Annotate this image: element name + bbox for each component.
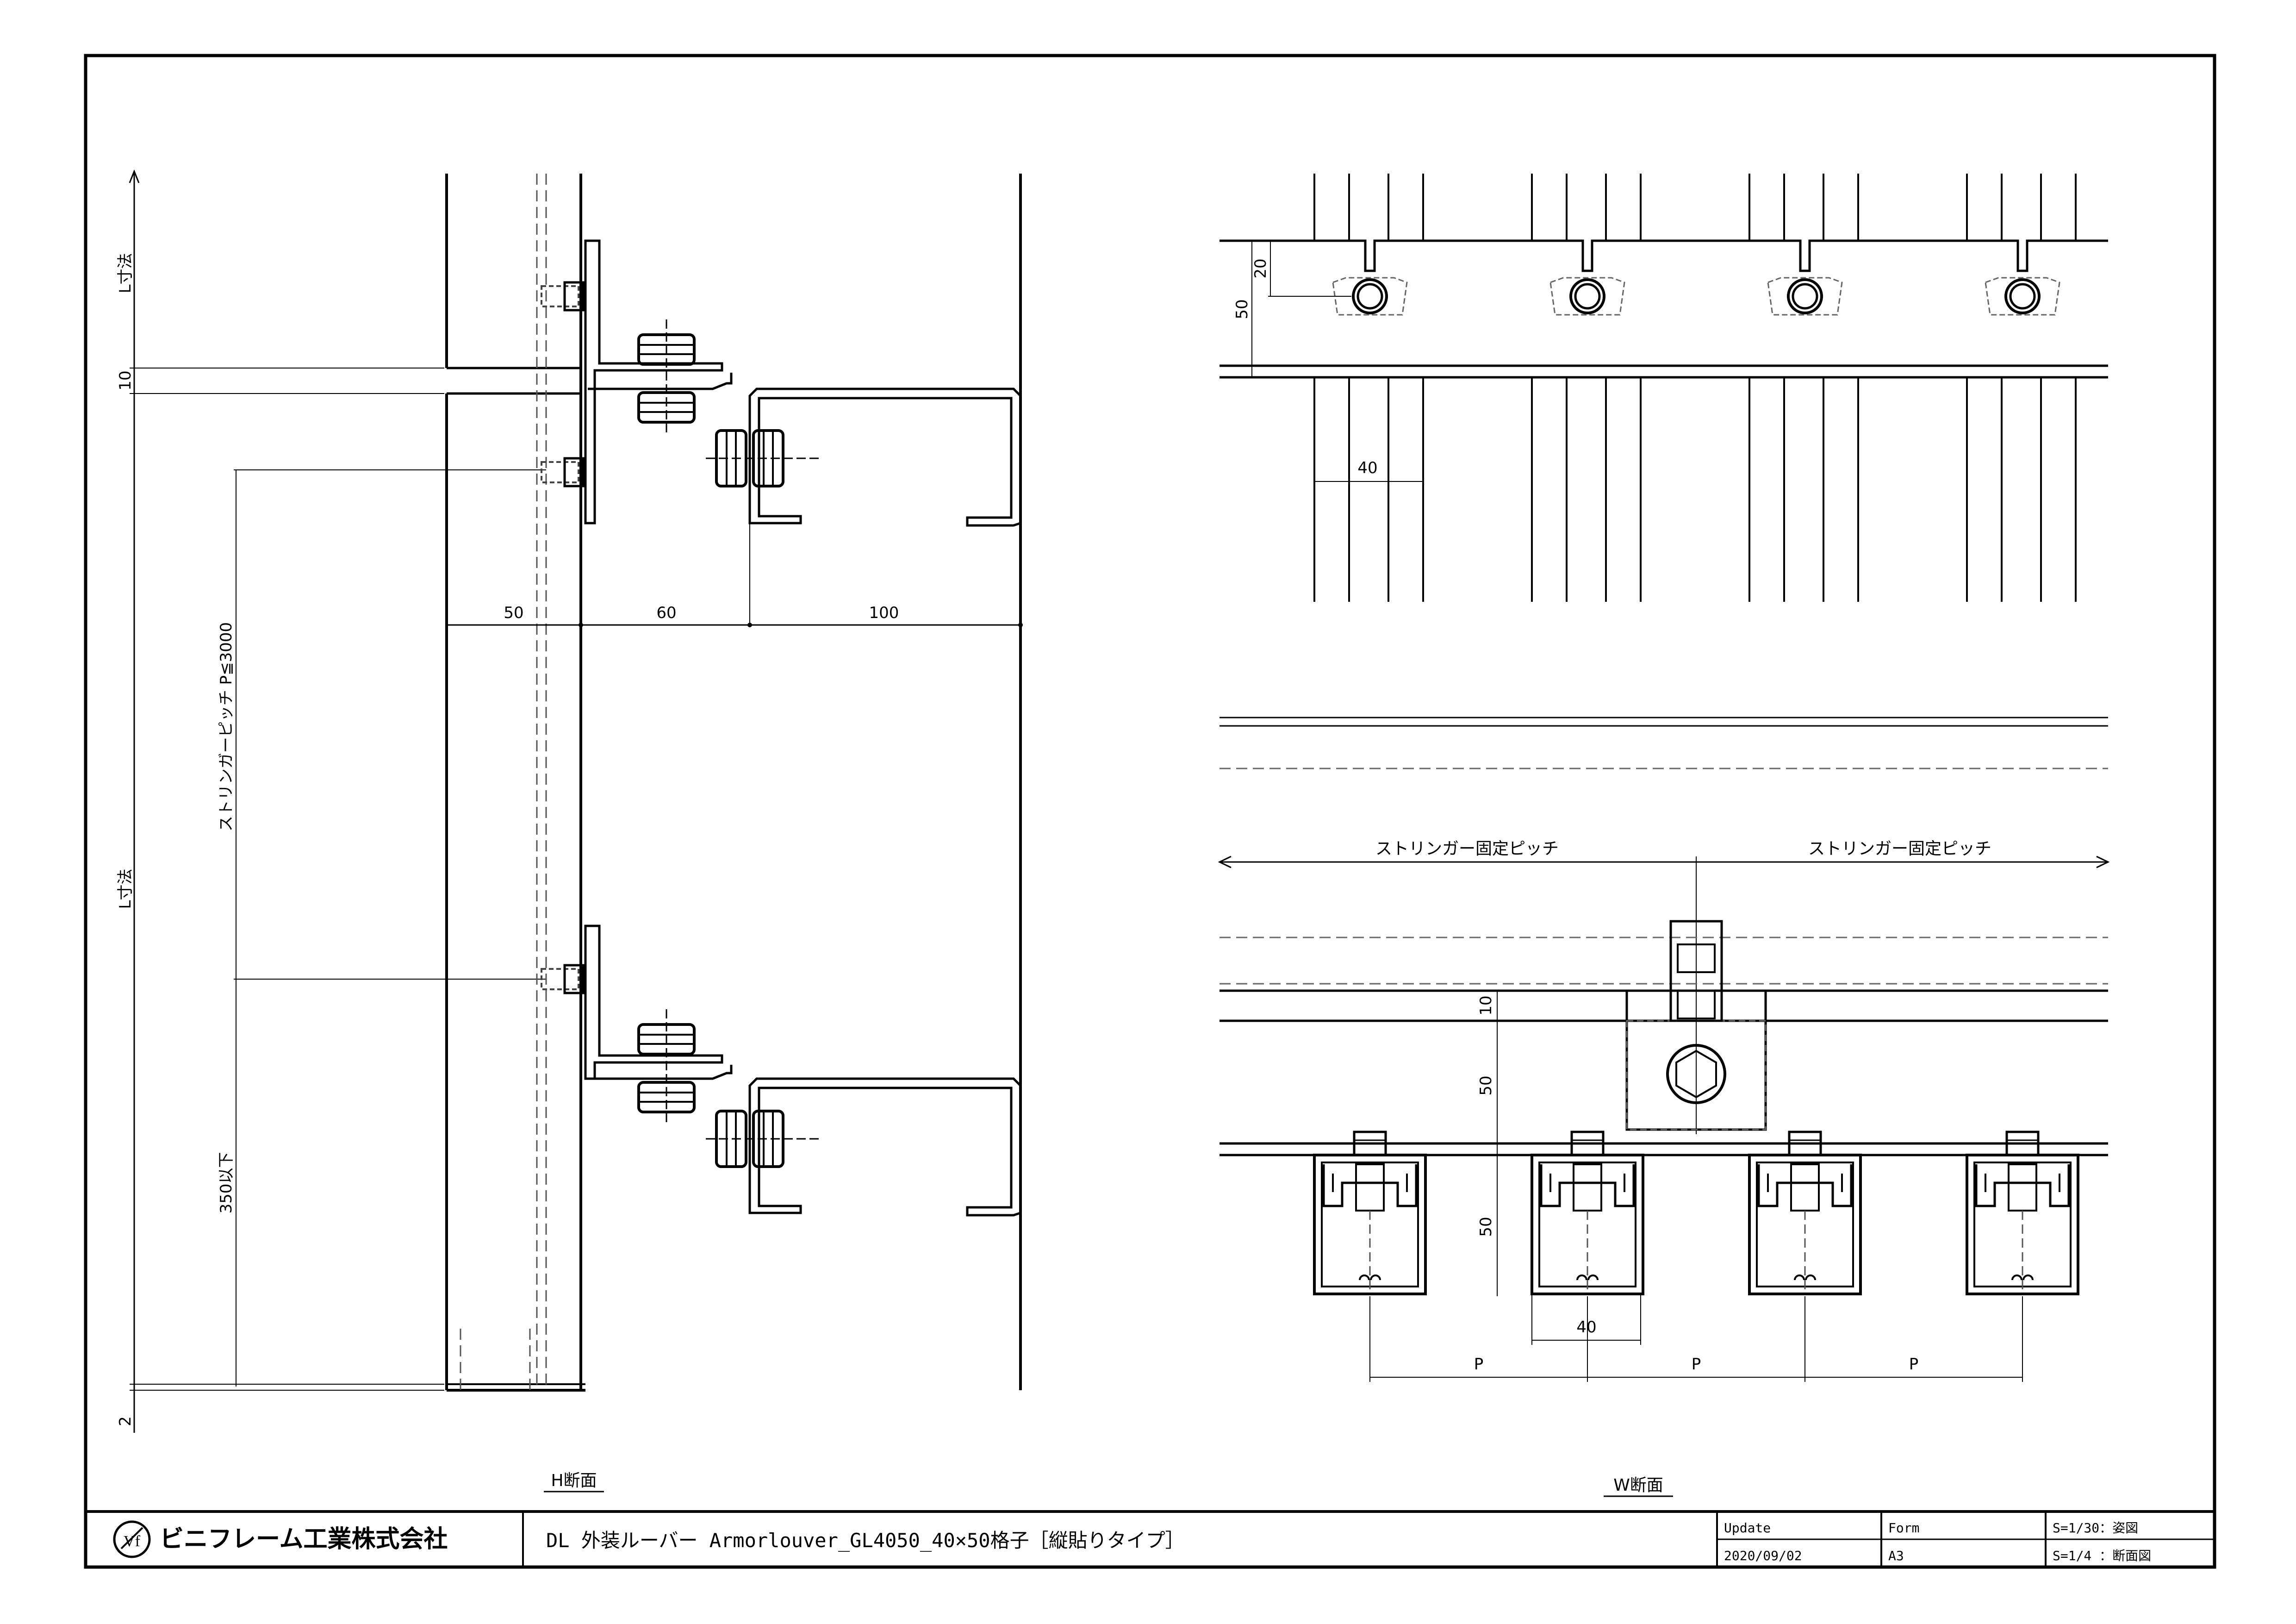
logo-text: Vf [124,1533,141,1550]
dim-40-b: 40 [1576,1318,1596,1337]
dim-two: 2 [116,1416,135,1426]
dim-100-h: 100 [869,604,899,622]
dim-50-b2: 50 [1477,1217,1495,1237]
scale-2: S=1/4 ：断面図 [2053,1548,2151,1563]
h-section: 50 60 100 L寸法 10 L寸法 2 ストリンガーピッチ P≦3000 … [116,169,1023,1493]
w-section-label: W断面 [1613,1476,1663,1495]
dim-50-b1: 50 [1477,1075,1495,1095]
dim-p2: P [1692,1355,1701,1374]
dim-350: 350以下 [217,1152,236,1214]
company-logo [113,1520,151,1558]
dim-pitch: ストリンガーピッチ P≦3000 [217,622,236,831]
dim-p1: P [1474,1355,1484,1374]
form-label: Form [1888,1520,1919,1536]
drawing-title: DL 外装ルーバー Armorlouver_GL4050_40×50格子［縦貼り… [546,1529,1185,1552]
scale-1: S=1/30：姿図 [2053,1520,2138,1536]
h-section-label: H断面 [551,1471,597,1490]
title-block: Vf ビニフレーム工業株式会社 DL 外装ルーバー Armorlouver_GL… [86,1510,2215,1567]
dim-ten: 10 [116,370,135,390]
dim-10-b: 10 [1477,995,1495,1015]
w-section-bottom: ストリンガー固定ピッチ ストリンガー固定ピッチ 10 50 50 40 [1218,717,2110,1497]
dim-60-h: 60 [656,604,676,622]
update-value: 2020/09/02 [1724,1548,1802,1563]
dim-50-w: 50 [1233,299,1251,319]
update-label: Update [1724,1520,1771,1536]
sheet-border [84,54,2216,1569]
w-section-top: 20 50 40 [1220,174,2108,602]
dim-40-w: 40 [1357,459,1377,477]
dim-l-mid: L寸法 [116,869,135,909]
company-name: ビニフレーム工業株式会社 [160,1525,448,1553]
dim-l-top: L寸法 [116,253,135,294]
dim-50-h: 50 [504,604,523,622]
dim-20-w: 20 [1251,258,1270,278]
fix-pitch-left: ストリンガー固定ピッチ [1375,839,1559,858]
fix-pitch-right: ストリンガー固定ピッチ [1808,839,1991,858]
form-value: A3 [1888,1548,1904,1563]
dim-p3: P [1909,1355,1919,1374]
